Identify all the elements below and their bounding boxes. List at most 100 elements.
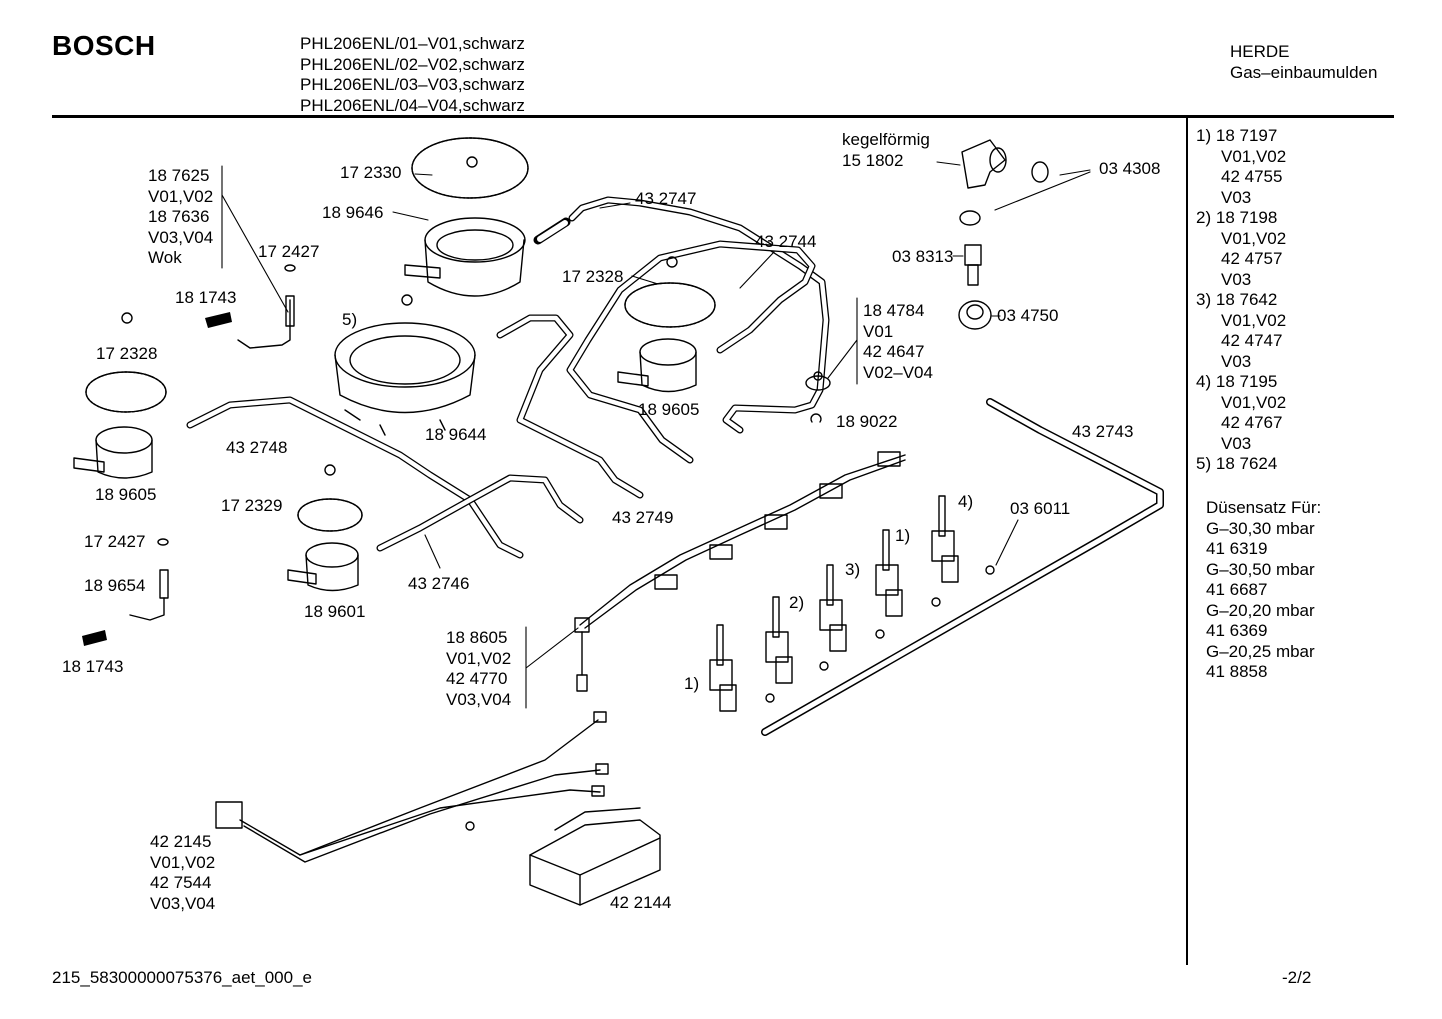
legend: 1) 18 7197 V01,V02 42 4755 V03 2) 18 719… xyxy=(1196,126,1286,475)
block-line: V01,V02 xyxy=(150,852,216,872)
block-line: 42 7544 xyxy=(150,873,212,892)
ignition-harness-188605 xyxy=(574,451,906,692)
block-line: 42 2145 xyxy=(150,832,212,851)
burner-body-189605a xyxy=(617,338,697,393)
valve-ref: 1) xyxy=(895,526,911,545)
part-label: 03 4750 xyxy=(997,306,1059,325)
thermocouple-189654 xyxy=(82,569,169,646)
spark-generator-422144 xyxy=(529,807,661,906)
clip-189022 xyxy=(810,413,822,423)
legend-no: 2) xyxy=(1196,208,1212,227)
legend-item: 5) 18 7624 xyxy=(1196,454,1286,475)
part-label: 43 2747 xyxy=(635,189,697,208)
block-line: 18 7625 xyxy=(148,166,210,185)
part-label: 43 2744 xyxy=(755,232,817,251)
category: HERDE Gas–einbaumulden xyxy=(1230,42,1377,83)
nozzle-set-list: Düsensatz Für: G–30,30 mbar 41 6319 G–30… xyxy=(1206,498,1321,683)
nozzle-line: G–30,50 mbar xyxy=(1206,559,1315,579)
washer-172427b xyxy=(157,538,169,546)
part-label: 18 1743 xyxy=(175,288,237,307)
nut-034750 xyxy=(958,300,992,330)
block-line: 42 4647 xyxy=(863,342,925,361)
legend-sub: V03 xyxy=(1221,433,1252,453)
legend-no: 1) xyxy=(1196,126,1212,145)
legend-sub: 42 4757 xyxy=(1221,249,1283,268)
block-line: V02–V04 xyxy=(863,362,933,382)
legend-sub: V01,V02 xyxy=(1221,146,1287,166)
legend-sub: 42 4755 xyxy=(1221,167,1283,186)
label-block-wok: 18 7625 V01,V02 18 7636 V03,V04 Wok xyxy=(148,166,213,269)
block-line: 18 7636 xyxy=(148,207,210,226)
gas-pipe-432748 xyxy=(186,396,524,559)
block-line: 42 4770 xyxy=(446,669,508,688)
legend-part: 18 7197 xyxy=(1215,126,1278,145)
label-block-184784: 18 4784 V01 42 4647 V02–V04 xyxy=(863,301,933,383)
burner-body-189646 xyxy=(404,217,526,297)
holder-184784 xyxy=(805,371,831,391)
legend-no: 4) xyxy=(1196,372,1212,391)
part-label: 18 9605 xyxy=(638,400,700,419)
part-label: 03 4308 xyxy=(1099,159,1161,178)
valve-ref: 2) xyxy=(789,593,805,612)
part-label: 43 2743 xyxy=(1072,422,1134,441)
part-label: 5) xyxy=(342,310,358,329)
part-label: 18 9654 xyxy=(84,576,146,595)
model-line: PHL206ENL/04–V04,schwarz xyxy=(300,95,525,115)
category-line: HERDE xyxy=(1230,42,1290,61)
legend-part: 18 7198 xyxy=(1215,208,1278,227)
legend-sub: V03 xyxy=(1221,187,1252,207)
label-block-422145: 42 2145 V01,V02 42 7544 V03,V04 xyxy=(150,832,215,914)
part-label: 17 2328 xyxy=(96,344,158,363)
nozzle-line: Düsensatz Für: xyxy=(1206,498,1322,517)
part-label: 18 9644 xyxy=(425,425,487,444)
block-line: V03,V04 xyxy=(150,893,216,913)
part-label: 42 2144 xyxy=(610,893,672,912)
nozzle-line: 41 6319 xyxy=(1206,539,1268,558)
gas-pipe-432747 xyxy=(533,196,830,434)
legend-part: 18 7642 xyxy=(1215,290,1278,309)
nipple-038313 xyxy=(964,244,982,286)
block-line: V01 xyxy=(863,321,894,341)
legend-sub: 42 4747 xyxy=(1221,331,1283,350)
burner-body-189601 xyxy=(287,542,359,592)
legend-sub: 42 4767 xyxy=(1221,413,1283,432)
label-block-kegel: kegelförmig 15 1802 xyxy=(842,130,930,171)
model-line: PHL206ENL/01–V01,schwarz xyxy=(300,34,525,53)
gas-valves xyxy=(709,495,995,712)
gas-pipe-432744 xyxy=(566,240,816,464)
valve-ref: 3) xyxy=(845,560,861,579)
block-line: V01,V02 xyxy=(446,648,512,668)
nozzle-line: G–20,25 mbar xyxy=(1206,641,1315,661)
brand-logo: BOSCH xyxy=(52,30,156,61)
thermocouple-wok xyxy=(205,295,295,349)
block-line: V03,V04 xyxy=(446,689,512,709)
elbow-fitting-151802 xyxy=(961,139,1007,189)
block-line: 18 8605 xyxy=(446,628,508,647)
leader-lines xyxy=(221,161,1091,709)
page-number: -2/2 xyxy=(1282,968,1312,987)
part-label: 18 1743 xyxy=(62,657,124,676)
block-line: 15 1802 xyxy=(842,150,904,170)
gas-pipe-432743 xyxy=(761,398,1164,736)
legend-part: 18 7195 xyxy=(1215,372,1278,391)
part-label: 43 2749 xyxy=(612,508,674,527)
block-line: V01,V02 xyxy=(148,186,214,206)
legend-divider xyxy=(1186,117,1188,965)
block-line: V03,V04 xyxy=(148,227,214,247)
part-label: 03 6011 xyxy=(1010,499,1071,518)
nozzle-line: G–30,30 mbar xyxy=(1206,518,1315,538)
part-label: 17 2330 xyxy=(340,163,402,182)
part-label: 18 9605 xyxy=(95,485,157,504)
legend-sub: V01,V02 xyxy=(1221,228,1287,248)
valve-ref: 1) xyxy=(684,674,700,693)
legend-item: 2) 18 7198 xyxy=(1196,208,1286,229)
part-label: 17 2328 xyxy=(562,267,624,286)
part-label: 17 2427 xyxy=(258,242,320,261)
block-line: Wok xyxy=(148,248,182,267)
burner-ring-172330 xyxy=(411,137,529,199)
legend-part: 18 7624 xyxy=(1215,454,1278,473)
ignition-cable-422145 xyxy=(215,711,609,863)
part-label: 18 9601 xyxy=(304,602,366,621)
block-line: 18 4784 xyxy=(863,301,925,320)
